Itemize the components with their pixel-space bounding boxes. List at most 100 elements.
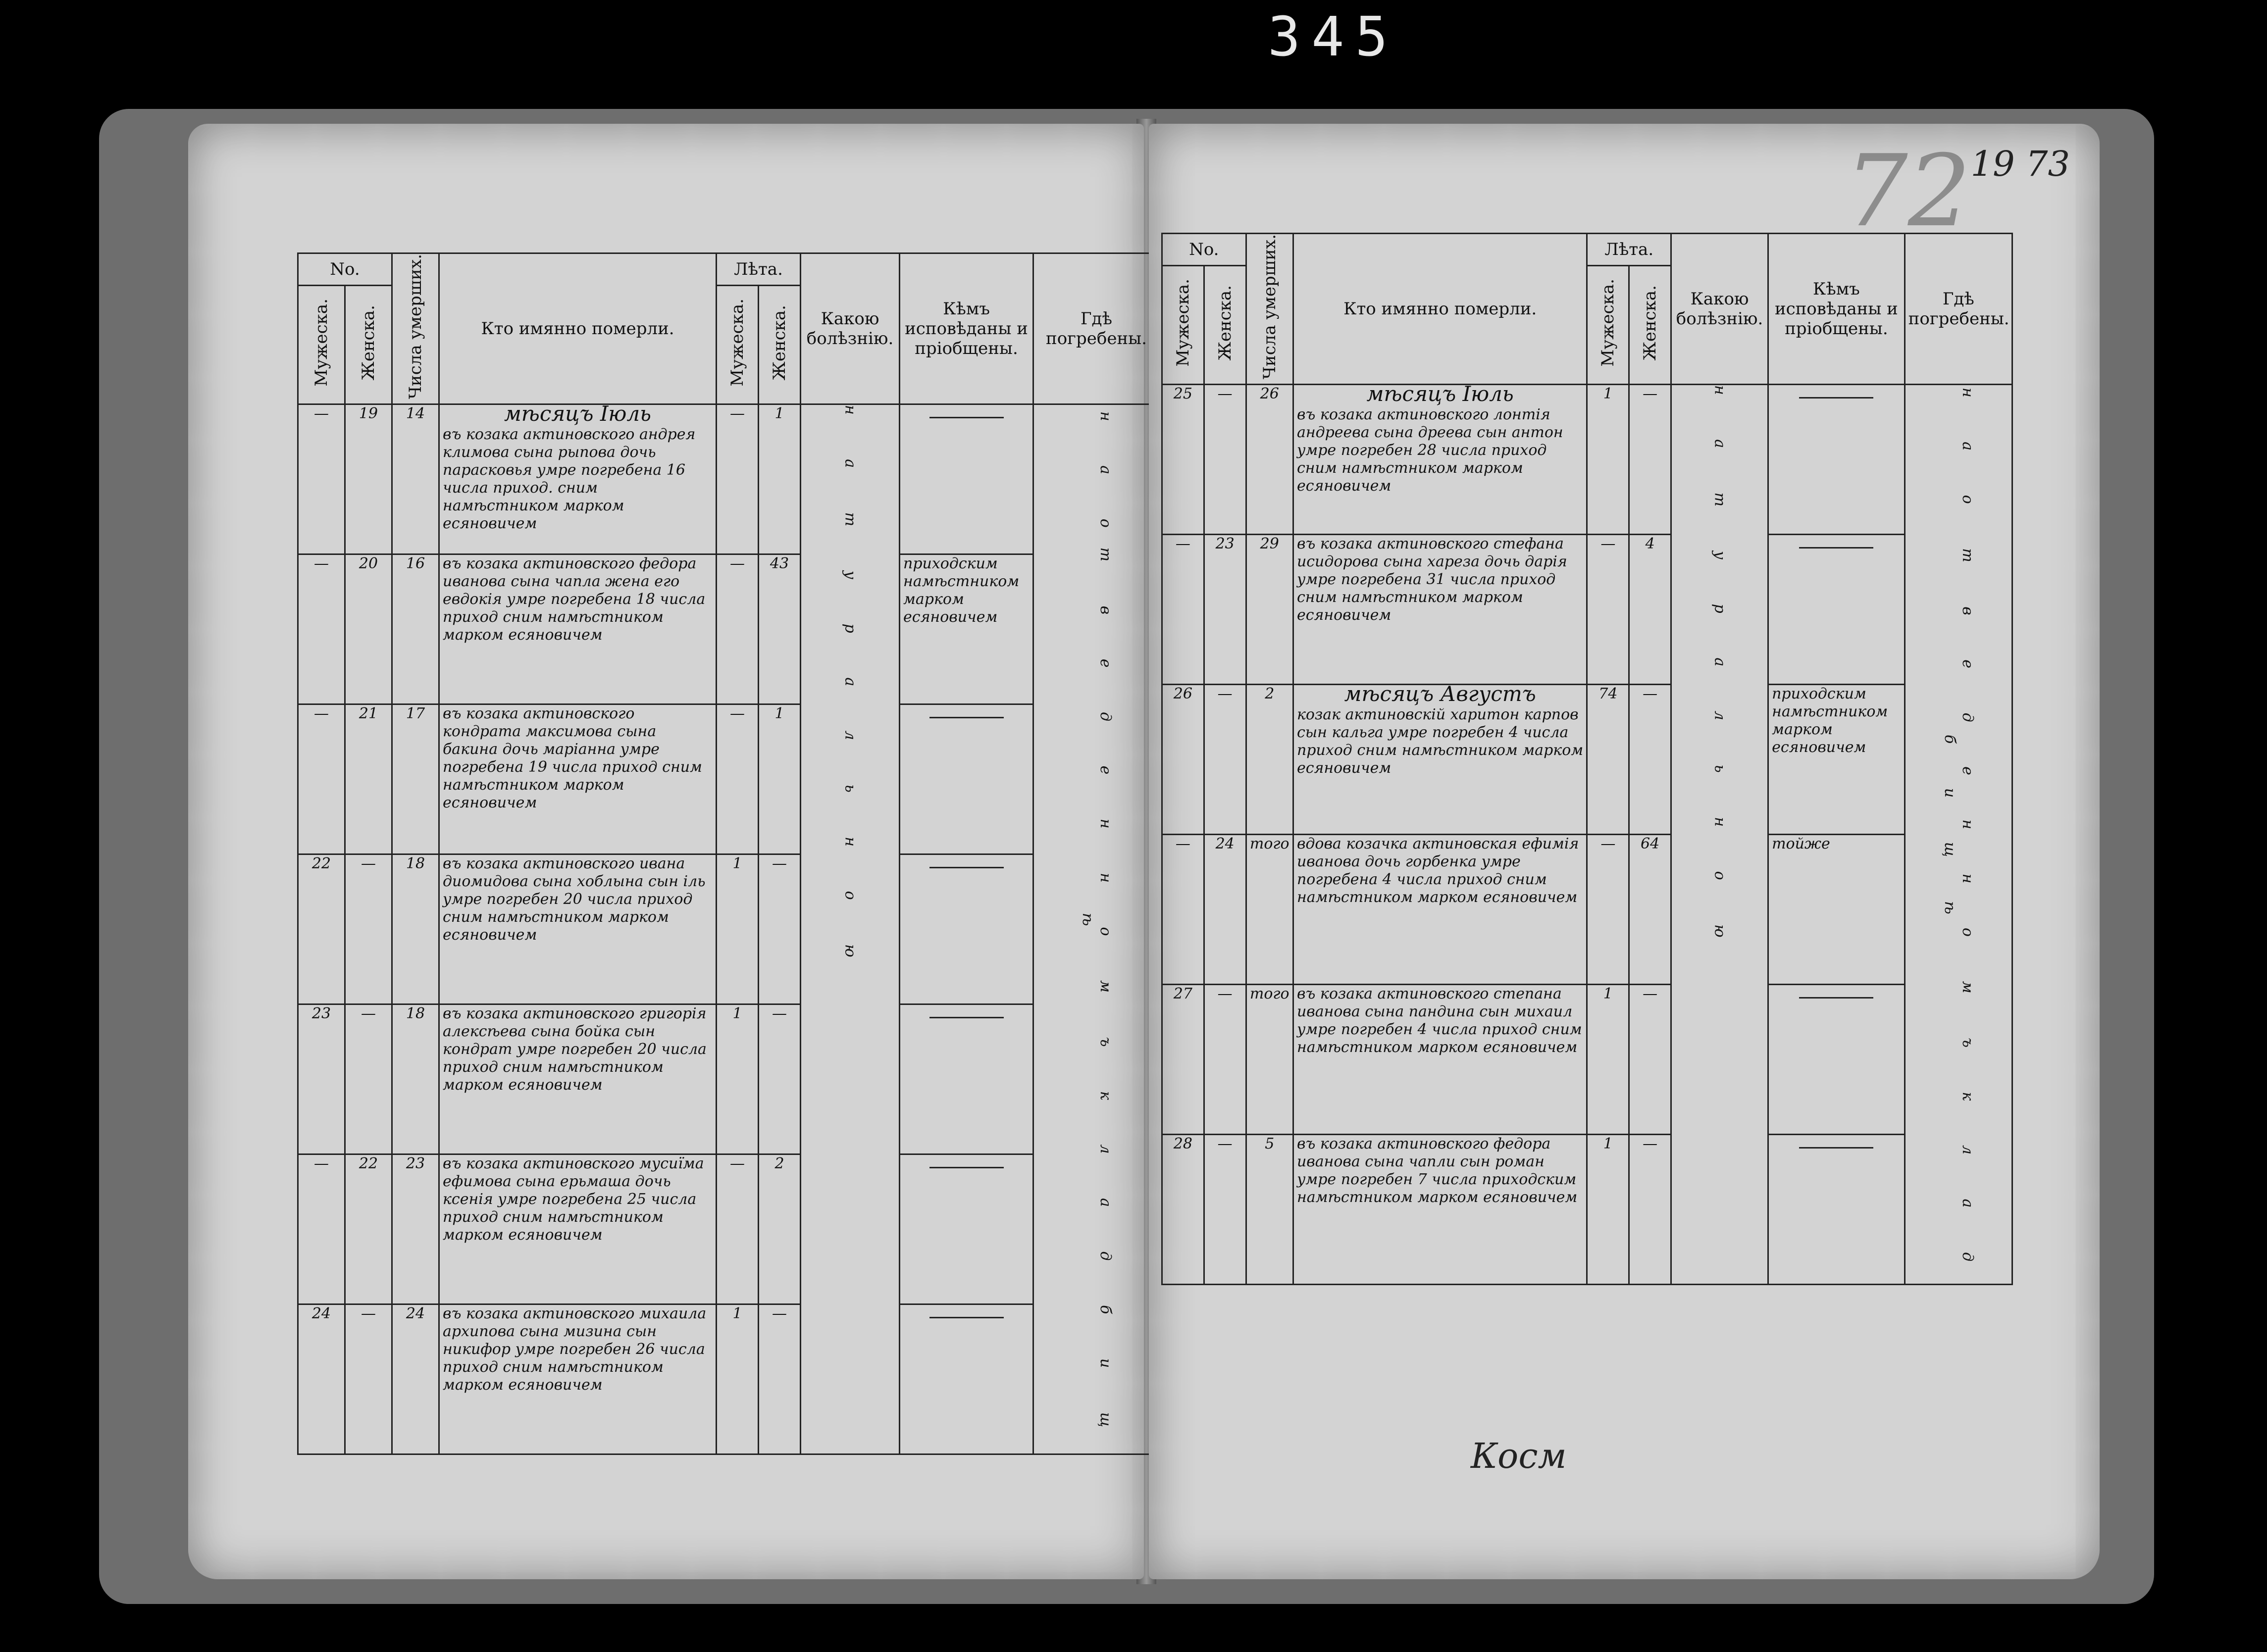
age-female: 64	[1628, 834, 1672, 986]
death-date: того	[1245, 984, 1294, 1136]
col-years-female: Женска.	[757, 285, 802, 405]
col-disease: Какою болѣзнію.	[1670, 232, 1769, 386]
male-number: 28	[1161, 1134, 1205, 1286]
table-row: 24 — 24 въ козака актиновского михаила а…	[297, 1303, 1160, 1455]
col-years: Лѣта.	[1586, 232, 1672, 267]
death-date: 17	[391, 703, 440, 855]
age-female: —	[1628, 384, 1672, 536]
age-female: —	[757, 1303, 802, 1455]
age-female: 43	[757, 553, 802, 705]
confessed-note: приходским намѣстником марком есяновичем	[1767, 684, 1906, 836]
entry-text: въ козака актиновского федора иванова сы…	[1292, 1134, 1588, 1286]
folio-stamp: 72	[1845, 134, 1971, 249]
confessed-blank	[899, 1303, 1034, 1455]
entry-text: въ козака актиновского мусиїма ефимова с…	[438, 1153, 717, 1305]
table-row: — 23 29 въ козака актиновского стефана и…	[1161, 534, 2012, 686]
female-number: —	[344, 853, 393, 1005]
age-male: —	[716, 403, 759, 555]
confessed-blank	[1767, 1134, 1906, 1286]
table-row: — 21 17 въ козака актиновского кондрата …	[297, 703, 1160, 855]
right-page: 72 19 73 No. Числа умерших. Кто имянно п…	[1149, 124, 2100, 1579]
female-number: 22	[344, 1153, 393, 1305]
col-buried: Гдѣ погребены.	[1032, 252, 1161, 405]
confessed-blank	[899, 403, 1034, 555]
col-years-male: Мужеска.	[716, 285, 759, 405]
confessed-blank	[1767, 984, 1906, 1136]
age-female: 1	[757, 703, 802, 855]
confessed-note: приходским намѣстником марком есяновичем	[899, 553, 1034, 705]
death-date: 16	[391, 553, 440, 705]
table-row: — 24 того вдова козачка актиновская ефим…	[1161, 834, 2012, 986]
age-male: —	[1586, 534, 1630, 686]
male-number: 24	[297, 1303, 346, 1455]
confessed-blank	[1767, 534, 1906, 686]
disease-note: н а т у р а л ь н о ю	[800, 403, 901, 1455]
col-years-female: Женска.	[1628, 265, 1672, 386]
col-no: No.	[1161, 232, 1247, 267]
female-number: —	[1203, 384, 1247, 536]
table-row: — 20 16 въ козака актиновского федора ив…	[297, 553, 1160, 705]
left-register-table: No. Числа умерших. Кто имянно померли. Л…	[297, 252, 1161, 1455]
confessed-blank	[899, 1153, 1034, 1305]
col-who: Кто имянно померли.	[438, 252, 717, 405]
col-buried: Гдѣ погребены.	[1904, 232, 2013, 386]
female-number: 23	[1203, 534, 1247, 686]
col-male: Мужеска.	[1161, 265, 1205, 386]
confessed-blank	[899, 703, 1034, 855]
age-male: —	[716, 703, 759, 855]
female-number: —	[1203, 984, 1247, 1136]
age-female: 2	[757, 1153, 802, 1305]
age-male: 1	[716, 853, 759, 1005]
entry-text: въ козака актиновского михаила архипова …	[438, 1303, 717, 1455]
frame-number: 345	[1268, 5, 1399, 68]
col-female: Женска.	[1203, 265, 1247, 386]
col-female: Женска.	[344, 285, 393, 405]
col-confessed: Кѣмъ исповѣданы и пріобщены.	[1767, 232, 1906, 386]
male-number: —	[297, 703, 346, 855]
age-male: —	[716, 1153, 759, 1305]
death-date: 26	[1245, 384, 1294, 536]
buried-note: н а от в е д е н н о м ъ к л а д б и щ ѣ	[1032, 403, 1161, 1455]
age-female: —	[757, 1003, 802, 1155]
age-male: —	[1586, 834, 1630, 986]
confessed-blank	[899, 853, 1034, 1005]
table-row: 22 — 18 въ козака актиновского ивана дио…	[297, 853, 1160, 1005]
age-female: 4	[1628, 534, 1672, 686]
death-date: того	[1245, 834, 1294, 986]
age-female: —	[1628, 1134, 1672, 1286]
age-female: 1	[757, 403, 802, 555]
death-date: 14	[391, 403, 440, 555]
entry-text: вдова козачка актиновская ефимія иванова…	[1292, 834, 1588, 986]
male-number: 26	[1161, 684, 1205, 836]
buried-note: н а о т в е д е н н о м ъ к л а д б и щ …	[1904, 384, 2013, 1286]
death-date: 2	[1245, 684, 1294, 836]
table-row: 28 — 5 въ козака актиновского федора ива…	[1161, 1134, 2012, 1286]
col-who: Кто имянно померли.	[1292, 232, 1588, 386]
age-male: 1	[1586, 1134, 1630, 1286]
left-page: No. Числа умерших. Кто имянно померли. Л…	[188, 124, 1161, 1579]
folio-number: 19 73	[1970, 144, 2070, 184]
age-male: 1	[716, 1003, 759, 1155]
confessed-blank	[899, 1003, 1034, 1155]
month-heading: мѣсяцъ Августъ	[1344, 682, 1536, 706]
confessed-blank	[1767, 384, 1906, 536]
entry-text: въ козака актиновского стефана исидорова…	[1292, 534, 1588, 686]
male-number: —	[1161, 534, 1205, 686]
female-number: —	[1203, 684, 1247, 836]
female-number: 20	[344, 553, 393, 705]
death-date: 29	[1245, 534, 1294, 686]
death-date: 23	[391, 1153, 440, 1305]
male-number: 22	[297, 853, 346, 1005]
age-male: 74	[1586, 684, 1630, 836]
female-number: 19	[344, 403, 393, 555]
signature: Косм	[1471, 1436, 1567, 1476]
month-heading: мѣсяцъ Іюль	[504, 401, 652, 426]
death-date: 18	[391, 1003, 440, 1155]
death-date: 18	[391, 853, 440, 1005]
